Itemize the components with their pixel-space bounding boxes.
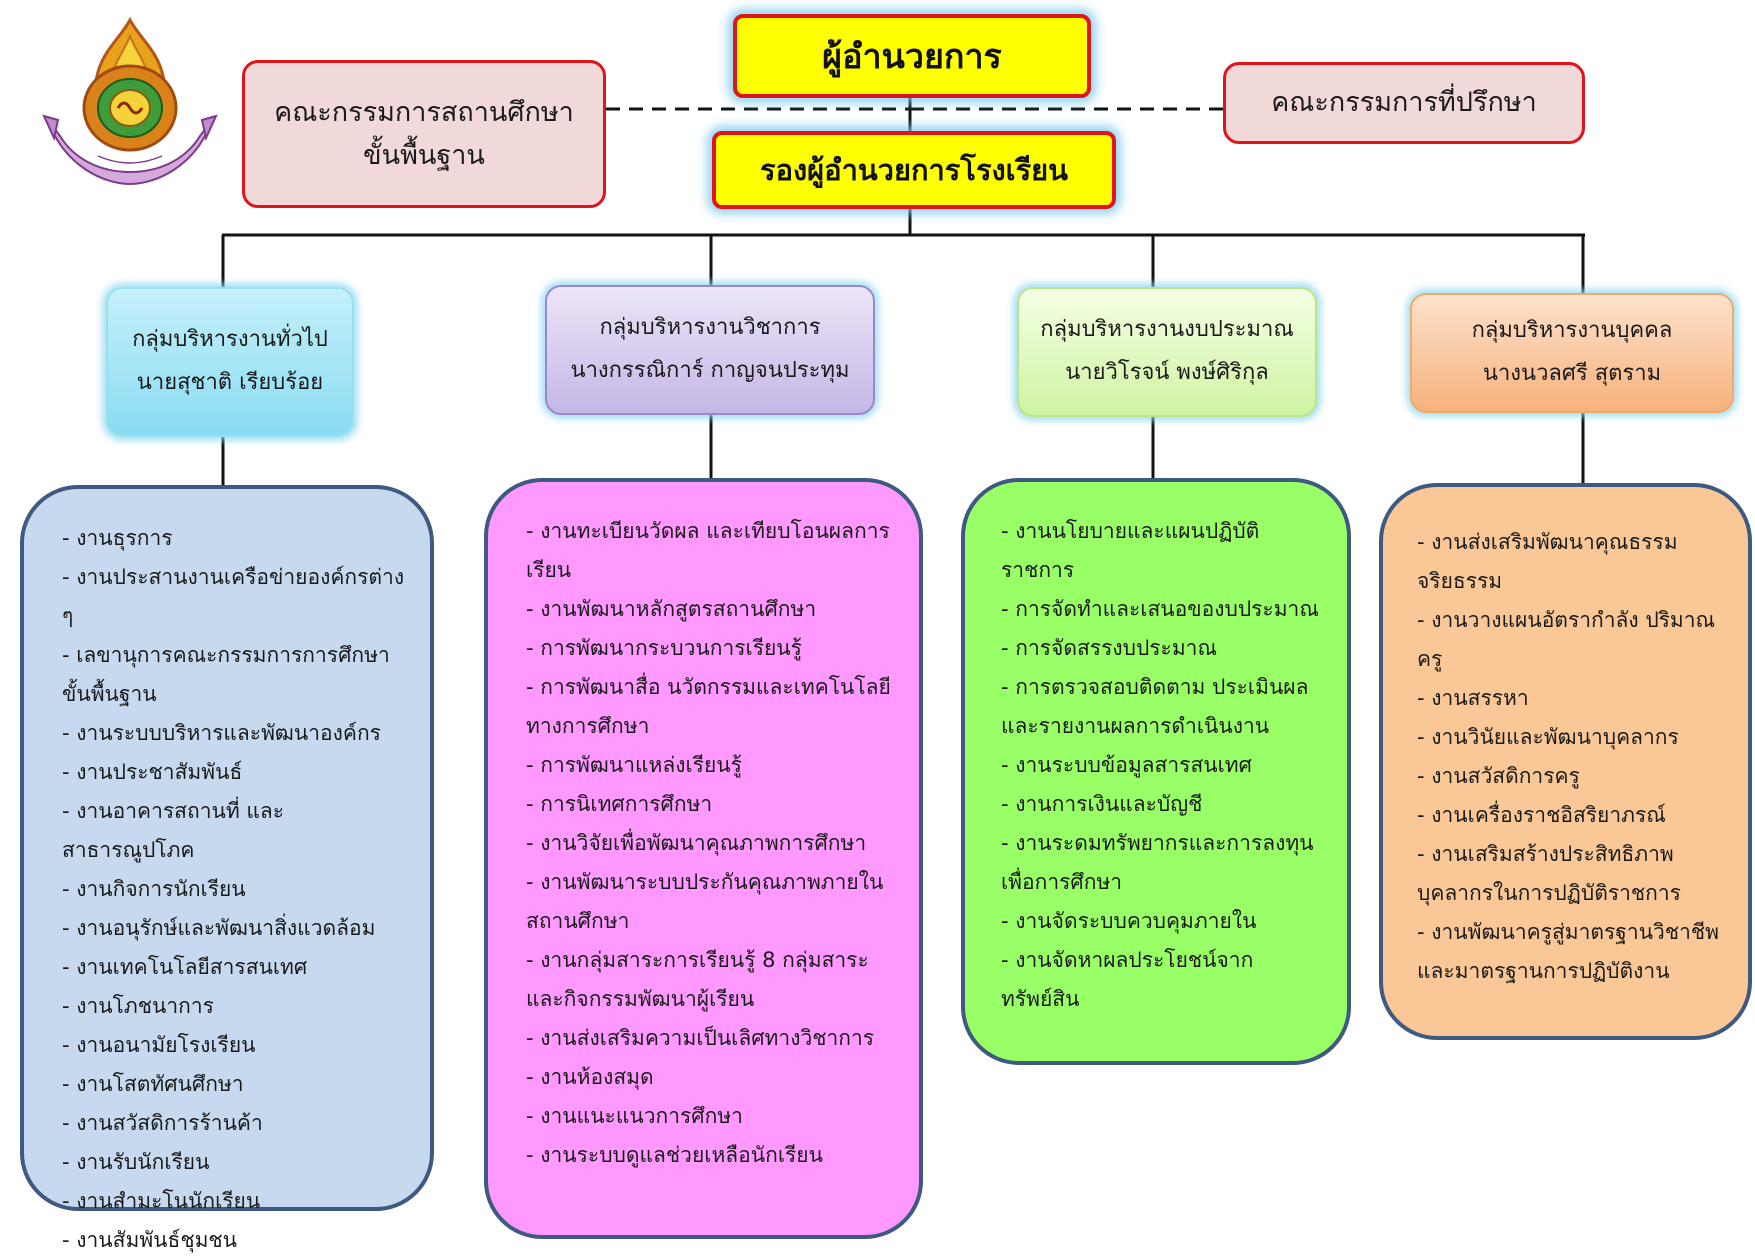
task-item: - งานเสริมสร้างประสิทธิภาพบุคลากรในการปฏ…	[1417, 842, 1681, 905]
group-title: กลุ่มบริหารงานทั่วไป	[132, 327, 328, 353]
deputy-director-box: รองผู้อำนวยการโรงเรียน	[712, 131, 1116, 209]
basic-committee-line-1: คณะกรรมการสถานศึกษา	[274, 96, 574, 128]
task-item: - งานพัฒนาหลักสูตรสถานศึกษา	[526, 597, 817, 621]
task-item: - งานสวัสดิการครู	[1417, 764, 1580, 788]
task-item: - งานนโยบายและแผนปฏิบัติราชการ	[1001, 519, 1260, 582]
task-item: - การตรวจสอบติดตาม ประเมินผลและรายงานผลก…	[1001, 675, 1309, 738]
group-head: นางกรรณิการ์ กาญจนประทุม	[570, 358, 850, 383]
group-title: กลุ่มบริหารงานบุคคล	[1471, 318, 1673, 344]
task-item: - งานอนุรักษ์และพัฒนาสิ่งแวดล้อม	[62, 916, 376, 940]
task-item: - การพัฒนาแหล่งเรียนรู้	[526, 753, 742, 777]
task-item: - งานพัฒนาระบบประกันคุณภาพภายในสถานศึกษา	[526, 870, 884, 933]
task-list: - งานทะเบียนวัดผล และเทียบโอนผลการเรียน -…	[526, 512, 899, 1175]
task-item: - งานเครื่องราชอิสริยาภรณ์	[1417, 803, 1666, 827]
school-emblem-icon	[42, 16, 218, 186]
group-title: กลุ่มบริหารงานงบประมาณ	[1040, 317, 1294, 343]
task-item: - การพัฒนากระบวนการเรียนรู้	[526, 636, 802, 660]
task-item: - งานธุรการ	[62, 526, 173, 550]
group-head: นางนวลศรี สุตราม	[1482, 361, 1662, 386]
task-item: - งานวางแผนอัตรากำลัง ปริมาณครู	[1417, 608, 1716, 671]
task-item: - การจัดสรรงบประมาณ	[1001, 636, 1217, 660]
personnel-admin-task-list: - งานส่งเสริมพัฒนาคุณธรรมจริยธรรม - งานวา…	[1379, 483, 1752, 1040]
task-item: - งานโสตทัศนศึกษา	[62, 1072, 244, 1096]
task-item: - งานอนามัยโรงเรียน	[62, 1033, 256, 1057]
task-list: - งานส่งเสริมพัฒนาคุณธรรมจริยธรรม - งานวา…	[1417, 523, 1730, 991]
task-item: - งานอาคารสถานที่ และสาธารณูปโภค	[62, 799, 285, 862]
task-item: - งานกิจการนักเรียน	[62, 877, 246, 901]
advisory-committee-box: คณะกรรมการที่ปรึกษา	[1223, 62, 1585, 144]
task-item: - งานโภชนาการ	[62, 994, 214, 1018]
task-item: - งานพัฒนาครูสู่มาตรฐานวิชาชีพและมาตรฐาน…	[1417, 920, 1719, 983]
academic-admin-task-list: - งานทะเบียนวัดผล และเทียบโอนผลการเรียน -…	[484, 478, 923, 1239]
advisory-committee-label: คณะกรรมการที่ปรึกษา	[1271, 87, 1537, 119]
task-item: - งานห้องสมุด	[526, 1065, 654, 1089]
task-item: - งานส่งเสริมพัฒนาคุณธรรมจริยธรรม	[1417, 530, 1678, 593]
general-admin-task-list: - งานธุรการ - งานประสานงานเครือข่ายองค์กร…	[20, 485, 434, 1252]
task-item: - งานวิจัยเพื่อพัฒนาคุณภาพการศึกษา	[526, 831, 867, 855]
task-item: - งานเทคโนโลยีสารสนเทศ	[62, 955, 308, 979]
group-personnel-admin: กลุ่มบริหารงานบุคคล นางนวลศรี สุตราม	[1410, 293, 1734, 413]
task-item: - งานทะเบียนวัดผล และเทียบโอนผลการเรียน	[526, 519, 890, 582]
task-item: - เลขานุการคณะกรรมการการศึกษาขั้นพื้นฐาน	[62, 643, 390, 706]
director-label: ผู้อำนวยการ	[822, 37, 1002, 77]
group-title: กลุ่มบริหารงานวิชาการ	[599, 315, 821, 341]
group-head: นายวิโรจน์ พงษ์ศิริกุล	[1065, 360, 1269, 385]
task-item: - งานประชาสัมพันธ์	[62, 760, 243, 784]
task-item: - งานระดมทรัพยากรและการลงทุนเพื่อการศึกษ…	[1001, 831, 1314, 894]
task-item: - การพัฒนาสื่อ นวัตกรรมและเทคโนโลยีทางกา…	[526, 675, 891, 738]
budget-admin-task-list: - งานนโยบายและแผนปฏิบัติราชการ - การจัดทำ…	[961, 478, 1351, 1065]
task-item: - งานจัดระบบควบคุมภายใน	[1001, 909, 1257, 933]
task-item: - งานระบบบริหารและพัฒนาองค์กร	[62, 721, 381, 745]
basic-education-committee-box: คณะกรรมการสถานศึกษา ขั้นพื้นฐาน	[242, 60, 606, 208]
task-item: - งานกลุ่มสาระการเรียนรู้ 8 กลุ่มสาระและ…	[526, 948, 869, 1011]
task-item: - งานประสานงานเครือข่ายองค์กรต่าง ๆ	[62, 565, 405, 628]
group-academic-admin: กลุ่มบริหารงานวิชาการ นางกรรณิการ์ กาญจน…	[545, 285, 875, 415]
task-list: - งานนโยบายและแผนปฏิบัติราชการ - การจัดทำ…	[1001, 512, 1327, 1019]
task-item: - งานสำมะโนนักเรียน	[62, 1189, 261, 1213]
task-item: - งานรับนักเรียน	[62, 1150, 210, 1174]
task-item: - การนิเทศการศึกษา	[526, 792, 713, 816]
task-item: - งานส่งเสริมความเป็นเลิศทางวิชาการ	[526, 1026, 875, 1050]
group-general-admin: กลุ่มบริหารงานทั่วไป นายสุชาติ เรียบร้อย	[106, 287, 354, 437]
task-item: - งานสวัสดิการร้านค้า	[62, 1111, 263, 1135]
task-item: - การจัดทำและเสนอของบประมาณ	[1001, 597, 1319, 621]
task-item: - งานระบบข้อมูลสารสนเทศ	[1001, 753, 1252, 777]
basic-committee-line-2: ขั้นพื้นฐาน	[363, 140, 485, 171]
task-list: - งานธุรการ - งานประสานงานเครือข่ายองค์กร…	[62, 519, 410, 1260]
task-item: - งานวินัยและพัฒนาบุคลากร	[1417, 725, 1679, 749]
deputy-director-label: รองผู้อำนวยการโรงเรียน	[760, 153, 1068, 187]
group-budget-admin: กลุ่มบริหารงานงบประมาณ นายวิโรจน์ พงษ์ศิ…	[1017, 287, 1317, 417]
task-item: - งานจัดหาผลประโยชน์จากทรัพย์สิน	[1001, 948, 1254, 1011]
director-box: ผู้อำนวยการ	[733, 14, 1091, 98]
task-item: - งานแนะแนวการศึกษา	[526, 1104, 743, 1128]
task-item: - งานสรรหา	[1417, 686, 1529, 710]
task-item: - งานระบบดูแลช่วยเหลือนักเรียน	[526, 1143, 823, 1167]
task-item: - งานการเงินและบัญชี	[1001, 792, 1203, 816]
group-head: นายสุชาติ เรียบร้อย	[136, 370, 324, 395]
